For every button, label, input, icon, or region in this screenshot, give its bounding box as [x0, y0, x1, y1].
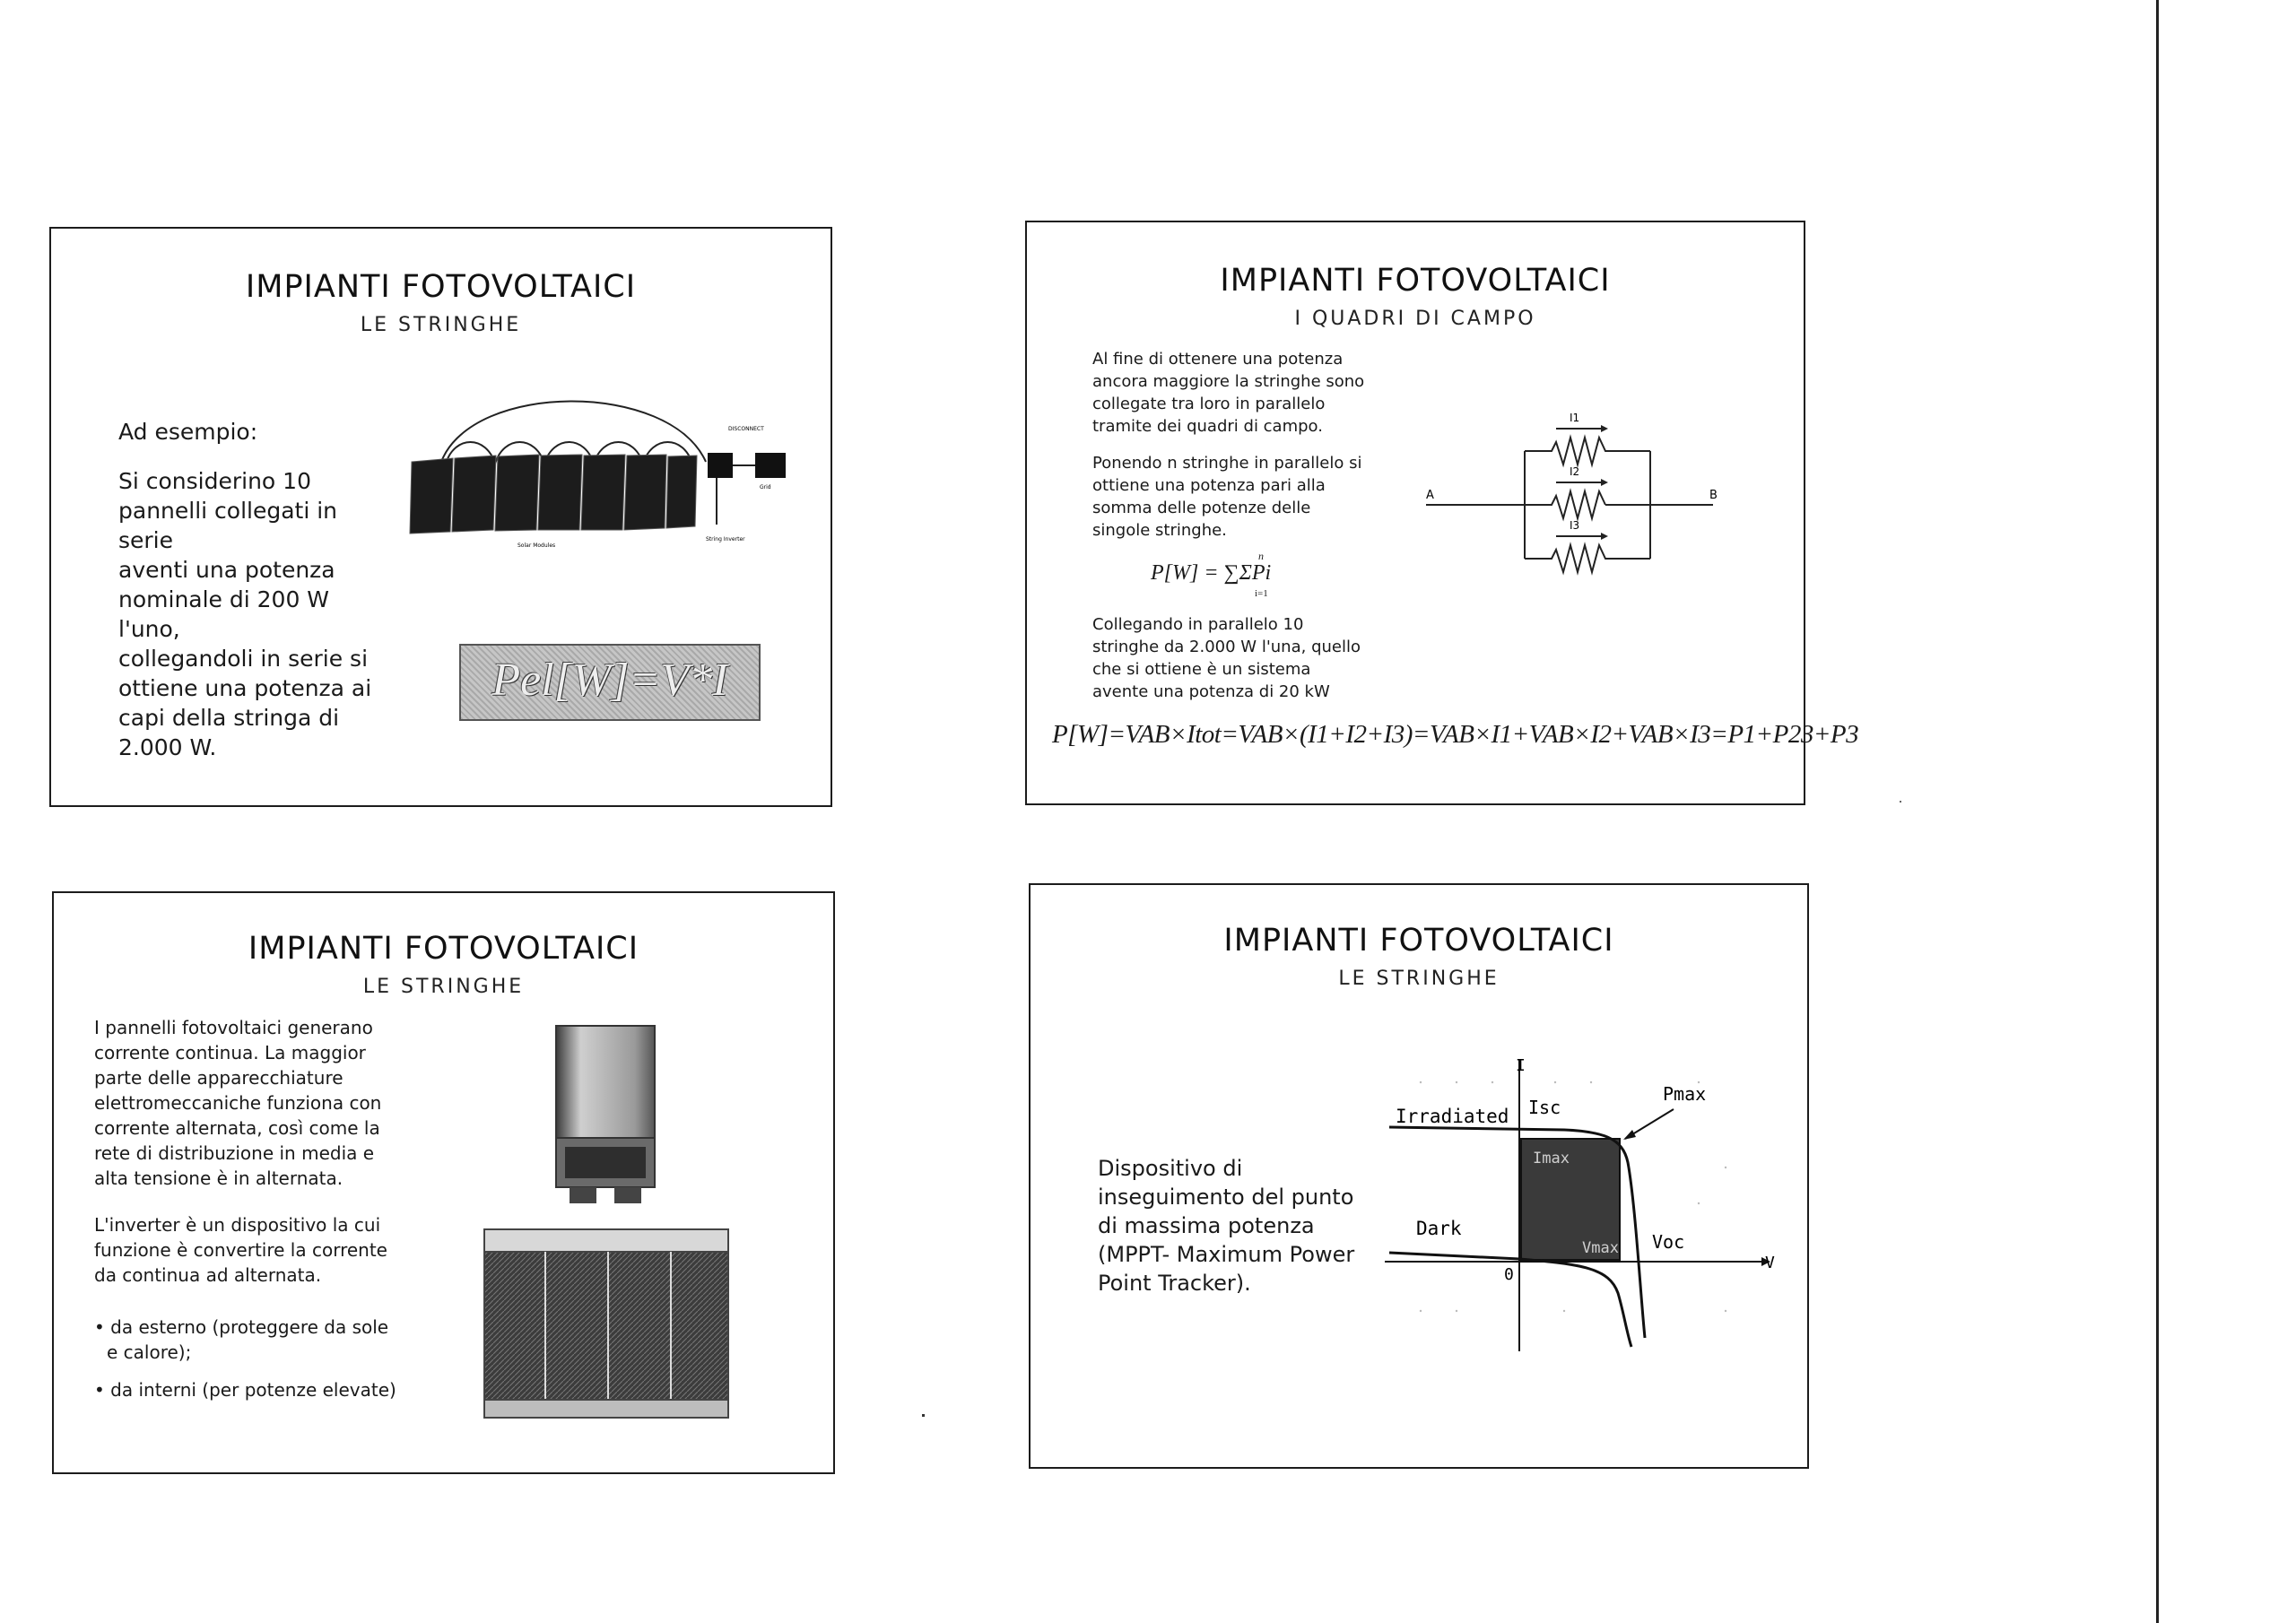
body-text: Si considerino 10 pannelli collegati in …	[118, 466, 396, 762]
text-line: che si ottiene è un sistema	[1092, 660, 1311, 679]
slide-title: IMPIANTI FOTOVOLTAICI	[248, 931, 639, 967]
text-line: Ponendo n stringhe in parallelo si	[1092, 454, 1362, 473]
power-rectangle	[1521, 1139, 1620, 1260]
body-line: 2.000 W.	[118, 734, 217, 760]
text-line: corrente alternata, così come la	[94, 1117, 380, 1139]
cabinet-inverter-image	[483, 1228, 729, 1419]
text-line: ottiene una potenza pari alla	[1092, 476, 1326, 495]
vmax-label: Vmax	[1582, 1239, 1619, 1257]
text-line: funzione è convertire la corrente	[94, 1239, 387, 1261]
text-line: singole stringhe.	[1092, 521, 1227, 540]
text-line: Collegando in parallelo 10	[1092, 615, 1304, 634]
intro-text: Ad esempio:	[118, 419, 258, 445]
slide-3: IMPIANTI FOTOVOLTAICI LE STRINGHE I pann…	[52, 891, 835, 1474]
bullet-text: da esterno (proteggere da sole	[110, 1316, 389, 1338]
text-line: elettromeccaniche funziona con	[94, 1092, 382, 1114]
dark-curve	[1388, 1251, 1633, 1348]
irradiated-label: Irradiated	[1396, 1106, 1509, 1127]
string-panels-diagram: DISCONNECT Grid Solar Modules String Inv…	[409, 400, 786, 549]
i-axis-label: I	[1516, 1056, 1526, 1075]
svg-text:Grid: Grid	[760, 484, 771, 490]
origin-label: 0	[1504, 1265, 1514, 1284]
slide-title: IMPIANTI FOTOVOLTAICI	[1220, 263, 1611, 299]
bullet-text: da interni (per potenze elevate)	[110, 1379, 396, 1401]
text-line: corrente continua. La maggior	[94, 1042, 366, 1063]
text-line: rete di distribuzione in media e	[94, 1142, 375, 1164]
text-line: Al fine di ottenere una potenza	[1092, 350, 1344, 369]
body-line: pannelli collegati in serie	[118, 498, 338, 553]
slide-subtitle: I QUADRI DI CAMPO	[1294, 308, 1536, 330]
svg-text:String Inverter: String Inverter	[706, 536, 745, 542]
slide-subtitle: LE STRINGHE	[360, 314, 522, 336]
sum-lower: i=1	[1255, 588, 1268, 599]
text-line: Dispositivo di	[1098, 1156, 1243, 1181]
body-line: ottiene una potenza ai	[118, 675, 372, 701]
text-line: collegate tra loro in parallelo	[1092, 395, 1326, 413]
page-edge-line	[2156, 0, 2159, 1623]
scan-speck	[1900, 801, 1901, 803]
paragraph-3: Collegando in parallelo 10 stringhe da 2…	[1092, 613, 1379, 703]
paragraph-2: Ponendo n stringhe in parallelo si ottie…	[1092, 452, 1379, 542]
bullet-item: • da esterno (proteggere da sole e calor…	[94, 1315, 399, 1365]
slide-subtitle: LE STRINGHE	[362, 976, 525, 998]
current-label-2: I2	[1570, 465, 1579, 478]
body-line: collegandoli in serie si	[118, 646, 369, 672]
text-line: inseguimento del punto	[1098, 1185, 1354, 1210]
irradiated-curve	[1388, 1125, 1647, 1339]
body-line: capi della stringa di	[118, 705, 340, 731]
bullet-item: • da interni (per potenze elevate)	[94, 1379, 396, 1401]
paragraph-1: Al fine di ottenere una potenza ancora m…	[1092, 348, 1379, 438]
body-line: Si considerino 10	[118, 468, 311, 494]
body-line: nominale di 200 W l'uno,	[118, 586, 330, 642]
iv-curve-chart: Irradiated Dark Isc Pmax Voc Imax Vmax 0…	[1385, 1056, 1775, 1351]
body-text: Dispositivo di inseguimento del punto di…	[1098, 1154, 1376, 1298]
parallel-circuit-diagram: I1 I2 I3 A B	[1426, 412, 1718, 576]
slide-4: IMPIANTI FOTOVOLTAICI LE STRINGHE Dispos…	[1029, 883, 1809, 1469]
dark-label: Dark	[1416, 1218, 1462, 1239]
voc-label: Voc	[1652, 1231, 1684, 1253]
scan-speck	[922, 1414, 925, 1417]
text-line: stringhe da 2.000 W l'una, quello	[1092, 638, 1361, 656]
bottom-formula: P[W]=VAB×Itot=VAB×(I1+I2+I3)=VAB×I1+VAB×…	[1052, 720, 1859, 749]
text-line: parte delle apparecchiature	[94, 1067, 344, 1089]
text-line: I pannelli fotovoltaici generano	[94, 1017, 373, 1038]
text-line: L'inverter è un dispositivo la cui	[94, 1214, 381, 1236]
svg-text:Solar Modules: Solar Modules	[517, 542, 555, 549]
slide-2: IMPIANTI FOTOVOLTAICI I QUADRI DI CAMPO …	[1025, 221, 1859, 805]
slide-title: IMPIANTI FOTOVOLTAICI	[245, 269, 637, 305]
v-axis-label: V	[1765, 1254, 1775, 1272]
text-line: avente una potenza di 20 kW	[1092, 682, 1330, 701]
slide-title: IMPIANTI FOTOVOLTAICI	[1223, 923, 1614, 959]
text-line: da continua ad alternata.	[94, 1264, 322, 1286]
sum-formula: P[W] = ∑ΣPi	[1151, 561, 1272, 585]
text-line: ancora maggiore la stringhe sono	[1092, 372, 1365, 391]
sum-upper: n	[1258, 550, 1264, 562]
isc-label: Isc	[1528, 1097, 1561, 1118]
pmax-label: Pmax	[1663, 1083, 1706, 1105]
bullet-text: e calore);	[107, 1341, 192, 1363]
slide-1: IMPIANTI FOTOVOLTAICI LE STRINGHE Ad ese…	[49, 227, 832, 807]
text-line: tramite dei quadri di campo.	[1092, 417, 1323, 436]
current-label-3: I3	[1570, 519, 1579, 532]
slide-subtitle: LE STRINGHE	[1338, 968, 1500, 990]
paragraph-1: I pannelli fotovoltaici generano corrent…	[94, 1015, 390, 1191]
paragraph-2: L'inverter è un dispositivo la cui funzi…	[94, 1212, 390, 1288]
text-line: (MPPT- Maximum Power	[1098, 1242, 1355, 1267]
bullet-list: • da esterno (proteggere da sole e calor…	[94, 1315, 399, 1413]
text-line: alta tensione è in alternata.	[94, 1167, 344, 1189]
body-line: aventi una potenza	[118, 557, 335, 583]
power-formula: Pel[W]=V*I	[459, 644, 761, 721]
node-a-label: A	[1426, 489, 1434, 502]
svg-text:DISCONNECT: DISCONNECT	[728, 426, 764, 432]
imax-label: Imax	[1533, 1150, 1570, 1167]
text-line: somma delle potenze delle	[1092, 499, 1311, 517]
text-line: Point Tracker).	[1098, 1271, 1251, 1296]
node-b-label: B	[1709, 489, 1718, 502]
wall-inverter-image	[555, 1025, 656, 1203]
current-label-1: I1	[1570, 412, 1579, 424]
text-line: di massima potenza	[1098, 1213, 1315, 1238]
